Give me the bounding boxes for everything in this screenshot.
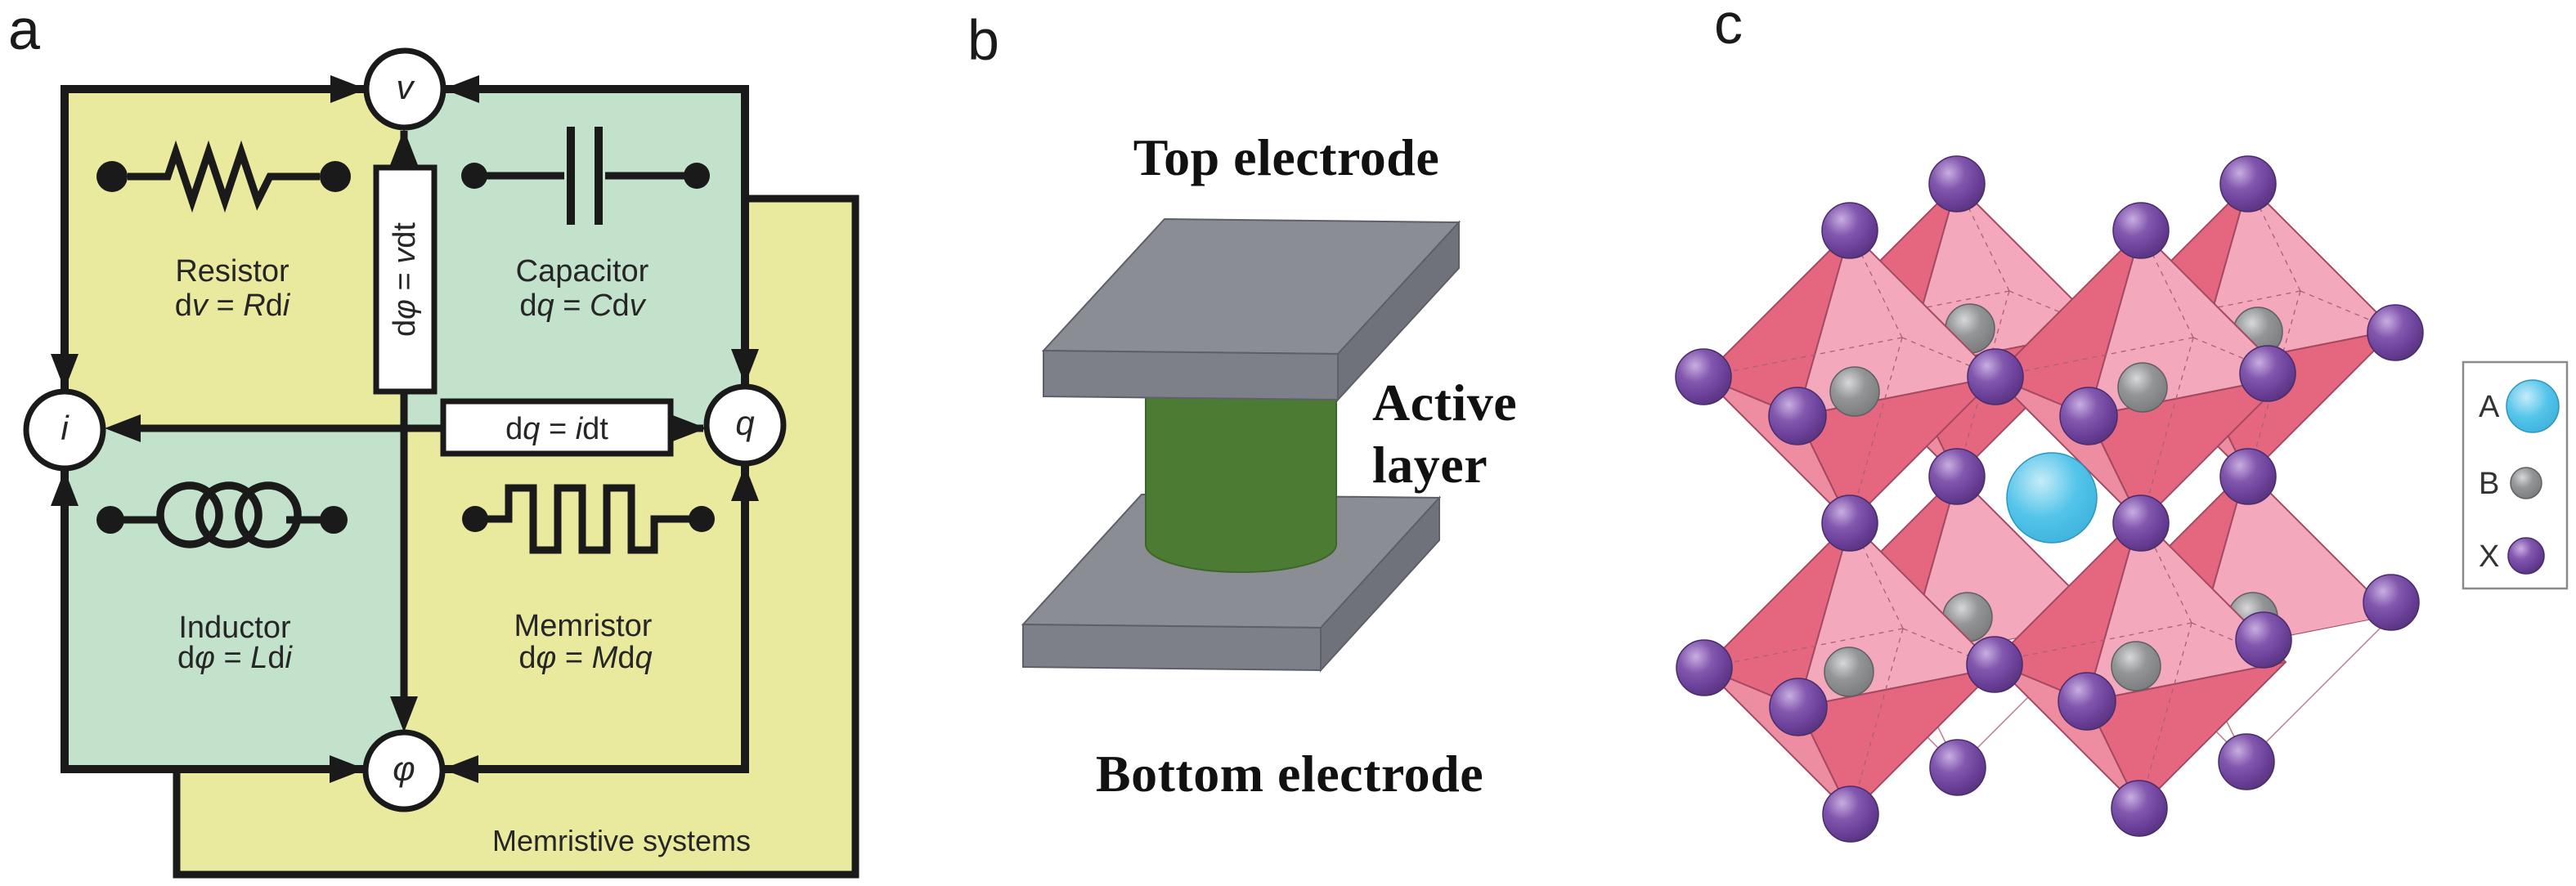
svg-text:dq = idt: dq = idt bbox=[505, 412, 608, 446]
svg-text:dφ = vdt: dφ = vdt bbox=[388, 222, 422, 337]
svg-text:Bottom electrode: Bottom electrode bbox=[1096, 745, 1483, 803]
svg-text:Memristor: Memristor bbox=[514, 609, 653, 643]
svg-text:φ: φ bbox=[393, 750, 415, 788]
svg-text:dφ = Ldi: dφ = Ldi bbox=[177, 641, 294, 675]
svg-text:b: b bbox=[967, 8, 999, 72]
svg-text:v: v bbox=[397, 68, 416, 106]
svg-text:Resistor: Resistor bbox=[175, 254, 289, 289]
svg-text:X: X bbox=[2479, 539, 2499, 574]
svg-text:a: a bbox=[8, 0, 40, 61]
svg-text:dq = Cdv: dq = Cdv bbox=[519, 289, 646, 323]
svg-text:A: A bbox=[2479, 390, 2500, 424]
svg-text:Active: Active bbox=[1372, 374, 1517, 432]
svg-text:Capacitor: Capacitor bbox=[516, 254, 649, 289]
svg-text:layer: layer bbox=[1372, 436, 1488, 494]
svg-text:q: q bbox=[735, 404, 755, 442]
svg-text:i: i bbox=[61, 409, 70, 447]
svg-text:c: c bbox=[1714, 0, 1743, 56]
svg-text:B: B bbox=[2479, 467, 2499, 501]
svg-text:dφ = Mdq: dφ = Mdq bbox=[518, 641, 652, 675]
svg-text:dv = Rdi: dv = Rdi bbox=[175, 289, 291, 323]
svg-text:Top electrode: Top electrode bbox=[1133, 128, 1439, 186]
svg-text:Memristive systems: Memristive systems bbox=[492, 824, 751, 857]
svg-text:Inductor: Inductor bbox=[178, 611, 291, 645]
